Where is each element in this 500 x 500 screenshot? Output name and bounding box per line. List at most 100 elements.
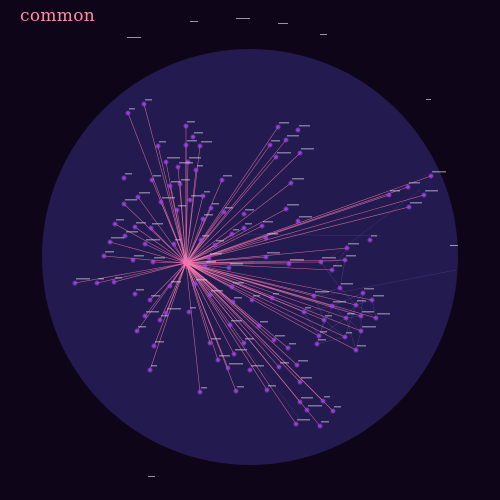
graph-node[interactable]	[318, 257, 336, 265]
graph-node[interactable]	[294, 360, 308, 368]
graph-node[interactable]	[132, 222, 146, 230]
graph-node[interactable]	[231, 349, 247, 357]
hub-node[interactable]	[183, 260, 189, 266]
graph-node[interactable]	[72, 278, 90, 286]
graph-node[interactable]	[263, 252, 280, 260]
graph-node[interactable]	[317, 421, 329, 429]
graph-node[interactable]	[241, 209, 254, 217]
graph-node[interactable]	[229, 229, 239, 237]
graph-node[interactable]	[229, 282, 244, 290]
graph-node[interactable]	[219, 175, 232, 183]
graph-node[interactable]	[94, 278, 104, 286]
graph-node[interactable]	[295, 216, 312, 224]
graph-node[interactable]	[163, 157, 180, 165]
graph-node[interactable]	[101, 251, 114, 259]
graph-node[interactable]	[373, 313, 390, 321]
graph-node[interactable]	[122, 231, 138, 239]
graph-node[interactable]	[247, 365, 264, 373]
graph-node[interactable]	[301, 307, 311, 315]
graph-node[interactable]	[226, 263, 243, 271]
graph-node[interactable]	[171, 239, 181, 247]
graph-node[interactable]	[406, 202, 422, 210]
graph-node[interactable]	[271, 335, 285, 343]
graph-node[interactable]	[233, 386, 244, 394]
graph-node[interactable]	[329, 301, 346, 309]
graph-node[interactable]	[295, 125, 310, 133]
graph-node[interactable]	[148, 223, 163, 231]
graph-node[interactable]	[273, 152, 291, 160]
graph-node[interactable]	[358, 311, 374, 319]
graph-node[interactable]	[212, 240, 224, 248]
graph-node[interactable]	[342, 332, 352, 340]
graph-node[interactable]	[208, 203, 219, 211]
graph-node[interactable]	[227, 320, 242, 328]
graph-node[interactable]	[367, 235, 377, 243]
graph-node[interactable]	[175, 162, 193, 170]
graph-node[interactable]	[163, 308, 181, 316]
graph-node[interactable]	[343, 313, 355, 321]
graph-node[interactable]	[192, 279, 207, 287]
graph-node[interactable]	[259, 221, 273, 229]
graph-node[interactable]	[121, 199, 137, 207]
graph-node[interactable]	[132, 289, 144, 297]
graph-node[interactable]	[130, 255, 144, 263]
graph-node[interactable]	[285, 343, 296, 351]
graph-node[interactable]	[134, 326, 146, 334]
graph-node[interactable]	[316, 331, 327, 339]
graph-node[interactable]	[311, 291, 329, 299]
graph-node[interactable]	[283, 135, 299, 143]
graph-node[interactable]	[190, 132, 203, 140]
graph-node[interactable]	[353, 345, 366, 353]
graph-node[interactable]	[269, 293, 279, 301]
graph-node[interactable]	[207, 290, 223, 298]
graph-node[interactable]	[167, 181, 181, 189]
graph-node[interactable]	[276, 362, 289, 370]
graph-node[interactable]	[297, 148, 314, 156]
graph-node[interactable]	[142, 311, 159, 319]
graph-node[interactable]	[241, 338, 254, 346]
graph-node[interactable]	[329, 265, 342, 273]
graph-node[interactable]	[200, 191, 210, 199]
graph-node[interactable]	[149, 175, 161, 183]
graph-node[interactable]	[197, 387, 207, 395]
graph-node[interactable]	[304, 405, 322, 413]
graph-node[interactable]	[405, 182, 420, 190]
graph-node[interactable]	[337, 283, 353, 291]
graph-node[interactable]	[198, 235, 209, 243]
graph-node[interactable]	[186, 307, 196, 315]
graph-node[interactable]	[158, 197, 175, 205]
graph-node[interactable]	[111, 277, 122, 285]
graph-node[interactable]	[342, 255, 356, 263]
graph-node[interactable]	[206, 253, 222, 261]
graph-node[interactable]	[386, 190, 400, 198]
graph-node[interactable]	[142, 239, 160, 247]
graph-node[interactable]	[167, 281, 181, 289]
graph-node[interactable]	[157, 315, 168, 323]
graph-node[interactable]	[150, 257, 165, 265]
graph-node[interactable]	[135, 192, 150, 200]
graph-node[interactable]	[320, 396, 330, 404]
graph-node[interactable]	[353, 300, 366, 308]
graph-node[interactable]	[264, 385, 276, 393]
graph-node[interactable]	[358, 326, 376, 334]
graph-node[interactable]	[174, 205, 186, 213]
graph-node[interactable]	[314, 339, 326, 347]
graph-node[interactable]	[421, 190, 438, 198]
graph-node[interactable]	[112, 219, 124, 227]
graph-node[interactable]	[207, 338, 221, 346]
graph-node[interactable]	[125, 108, 135, 116]
graph-node[interactable]	[428, 171, 446, 179]
graph-node[interactable]	[249, 295, 260, 303]
graph-node[interactable]	[288, 178, 304, 186]
graph-node[interactable]	[369, 295, 384, 303]
graph-node[interactable]	[202, 261, 216, 269]
graph-node[interactable]	[147, 365, 157, 373]
graph-node[interactable]	[330, 406, 341, 414]
graph-node[interactable]	[283, 204, 299, 212]
graph-node[interactable]	[183, 121, 195, 129]
graph-node[interactable]	[263, 233, 278, 241]
graph-node[interactable]	[225, 363, 243, 371]
graph-node[interactable]	[141, 99, 152, 107]
graph-node[interactable]	[297, 377, 312, 385]
